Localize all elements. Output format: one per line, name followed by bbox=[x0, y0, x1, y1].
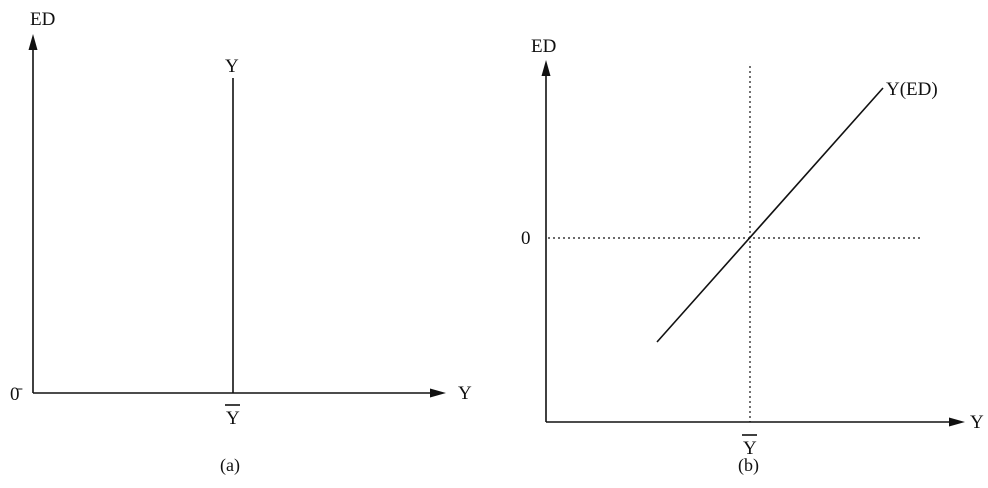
panel-b: ED Y 0 Y(ED) Y (b) bbox=[521, 36, 984, 476]
panel-b-x-axis-label: Y bbox=[970, 412, 984, 433]
panel-b-y-axis-arrow bbox=[541, 60, 551, 76]
panel-a-tick-label: Y bbox=[226, 408, 240, 429]
panel-a: ED Y 0̄ Y Y (a) bbox=[10, 9, 472, 476]
panel-b-y-axis-label: ED bbox=[531, 36, 556, 57]
panel-a-y-axis-label: ED bbox=[30, 9, 55, 30]
panel-a-caption: (a) bbox=[220, 455, 240, 476]
panel-b-curve bbox=[656, 87, 884, 343]
panel-b-curve-label: Y(ED) bbox=[886, 79, 938, 100]
panel-b-zero-label: 0 bbox=[521, 228, 531, 249]
panel-a-x-axis-label: Y bbox=[458, 383, 472, 404]
panel-a-origin-label: 0̄ bbox=[10, 384, 23, 405]
panel-a-x-axis-arrow bbox=[430, 388, 446, 398]
panel-a-line-label: Y bbox=[225, 56, 239, 77]
panel-a-y-axis-arrow bbox=[28, 34, 38, 50]
panel-b-x-axis-arrow bbox=[949, 417, 965, 427]
panel-b-caption: (b) bbox=[738, 455, 759, 476]
panel-b-tick-label: Y bbox=[743, 438, 757, 459]
